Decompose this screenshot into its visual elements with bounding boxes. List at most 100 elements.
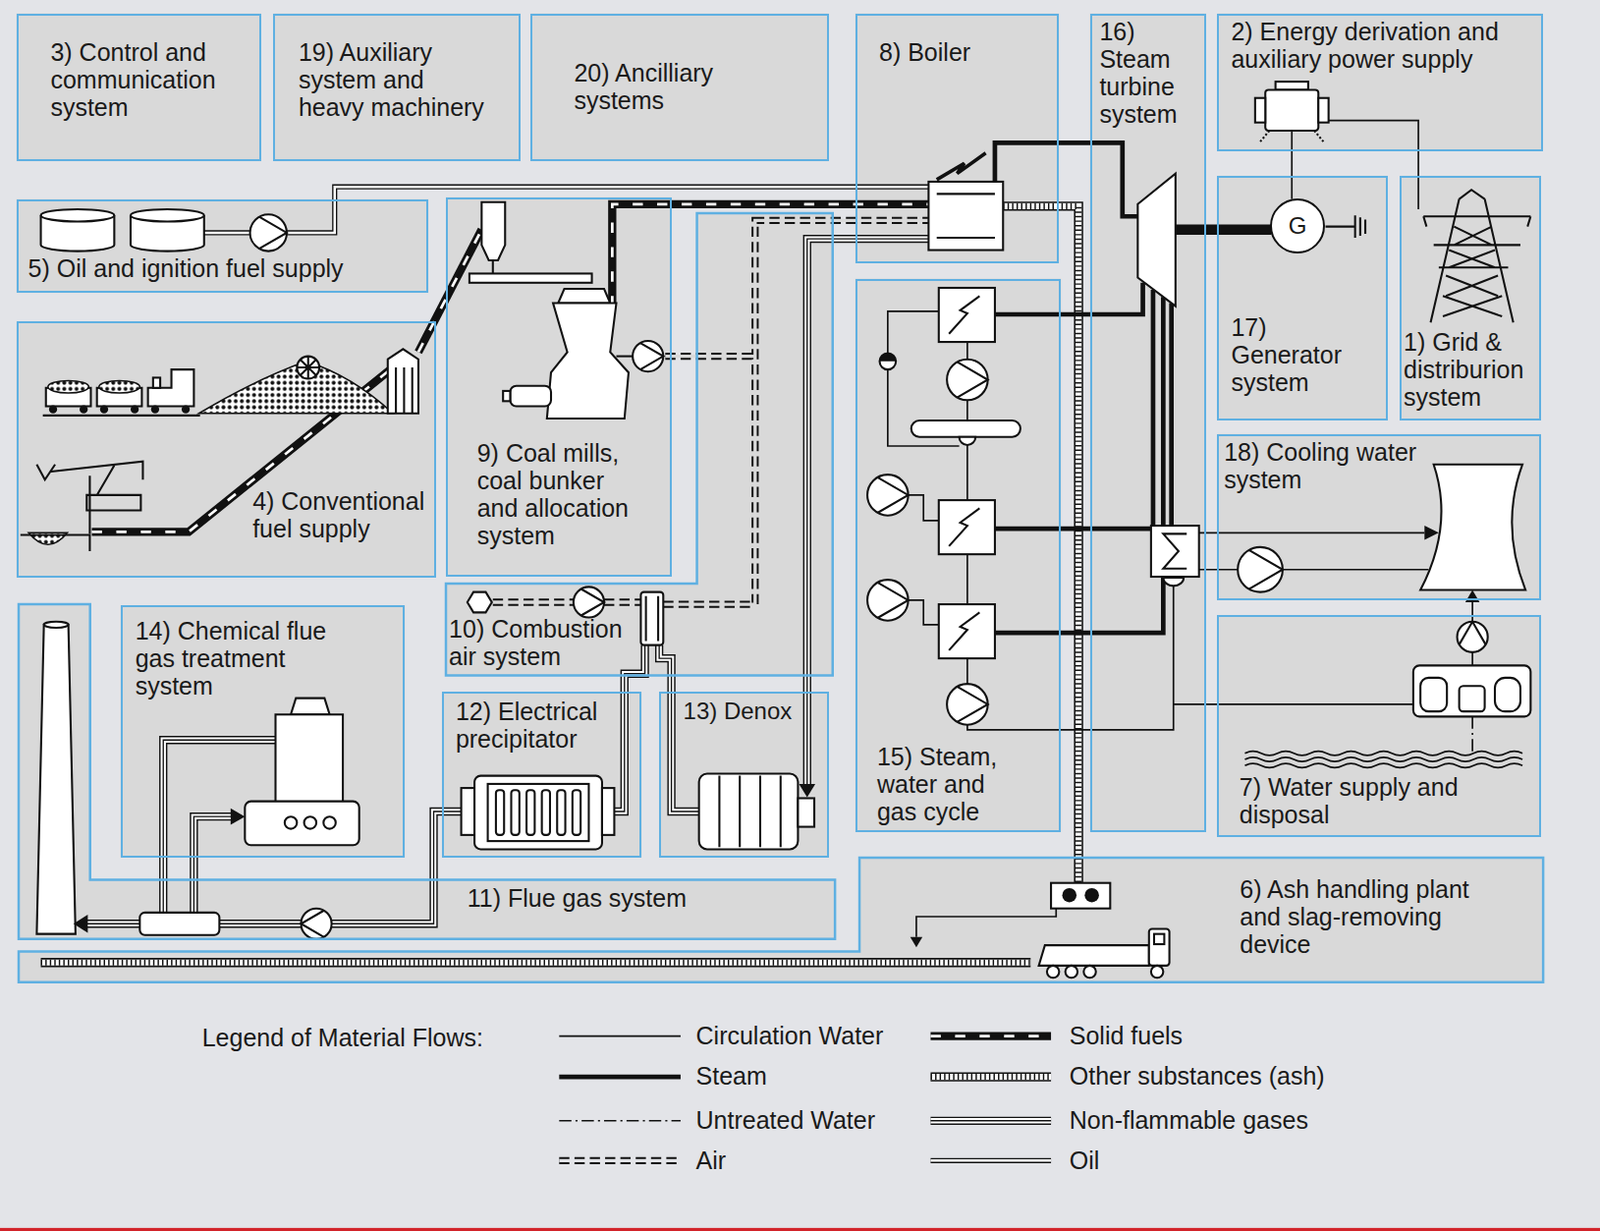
bottom-bar	[0, 1227, 1600, 1231]
water-pipe	[966, 553, 969, 605]
truck	[1047, 965, 1059, 978]
pump-symbol	[300, 910, 324, 938]
fuel-tank	[41, 215, 115, 221]
condenser-symbol	[1162, 577, 1184, 586]
coal-yard	[100, 404, 109, 413]
system-box: 19) Auxiliary system and heavy machinery	[273, 13, 520, 163]
water-pipe	[1471, 600, 1474, 622]
box-fill	[530, 13, 828, 163]
legend-sample	[930, 1158, 1051, 1161]
system-box: 20) Ancilliary systems	[530, 13, 828, 163]
water-pipe	[887, 311, 939, 354]
scrubber	[244, 801, 359, 846]
scrubber	[284, 816, 297, 828]
water-waves	[1244, 751, 1523, 769]
steam-pipe	[994, 142, 1272, 633]
pump-symbol	[259, 217, 287, 250]
system-label: 6) Ash handling plant and slag-removing …	[1239, 875, 1481, 958]
condenser-symbol	[1151, 525, 1200, 586]
box-fill	[18, 857, 1544, 983]
system-box: 13) Denox	[659, 691, 828, 857]
denox-reactor	[699, 773, 799, 850]
system-box: 1) Grid & distriburion system	[1399, 175, 1541, 421]
flue-gas-duct	[85, 919, 140, 928]
fuel-tank	[130, 209, 205, 252]
coal-mill	[481, 202, 505, 261]
system-label: 8) Boiler	[879, 38, 1027, 66]
system-label: 4) Conventional fuel supply	[252, 487, 435, 543]
legend-slot: Non-flammable gases	[1069, 1105, 1309, 1134]
water-treatment	[1459, 685, 1486, 712]
flow-arrow	[73, 914, 89, 934]
ash-collector	[1084, 887, 1100, 903]
box-fill	[445, 213, 833, 676]
flue-gas-duct	[85, 923, 140, 925]
legend-sample	[930, 1117, 1051, 1123]
ash-collector	[1050, 882, 1110, 909]
flue-gas-duct	[807, 238, 930, 786]
water-treatment	[1413, 664, 1531, 717]
legend-heading: Legend of Material Flows:	[202, 1023, 484, 1051]
legend-slot: Untreated Water	[696, 1105, 876, 1134]
coal-mill	[547, 303, 629, 419]
flue-gas-duct	[659, 645, 700, 812]
legend-sample	[558, 1035, 681, 1038]
coal-yard	[199, 361, 393, 414]
legend-sample	[558, 1157, 681, 1164]
ash-collector	[1050, 882, 1110, 909]
coal-yard	[387, 348, 419, 413]
water-waves	[1244, 757, 1523, 762]
ash-line	[1002, 206, 1079, 883]
pump-symbol	[867, 474, 909, 516]
coal-yard	[296, 356, 320, 380]
power-line	[1328, 120, 1419, 210]
legend-slot: Steam	[696, 1061, 768, 1090]
legend-label: Non-flammable gases	[1069, 1105, 1309, 1134]
legend-sample	[930, 1119, 1051, 1121]
system-box: 14) Chemical flue gas treatment system	[120, 605, 406, 858]
precipitator	[602, 787, 614, 835]
coal-mill	[469, 202, 633, 419]
air-duct	[604, 600, 641, 604]
system-box: 18) Cooling water system	[1216, 434, 1541, 601]
air-duct	[604, 598, 641, 606]
box-fill	[273, 13, 520, 163]
transformer-symbol	[1318, 98, 1328, 123]
box-fill	[1216, 175, 1387, 421]
pump-symbol	[250, 214, 287, 251]
coal-yard	[130, 404, 139, 413]
denox-reactor	[797, 797, 815, 827]
box-fill	[16, 199, 430, 294]
power-line	[1290, 130, 1293, 200]
transformer-symbol	[1265, 89, 1319, 131]
water-pipe	[1199, 532, 1426, 535]
air-preheater	[640, 592, 663, 646]
steam-pipe	[1168, 303, 1174, 526]
precipitator	[556, 789, 565, 835]
system-label: 14) Chemical flue gas treatment system	[135, 616, 337, 700]
precipitator	[510, 789, 519, 835]
coal-yard	[48, 381, 90, 393]
ash-line	[1002, 206, 1079, 883]
ash-collector	[1061, 887, 1077, 903]
water-pipe	[966, 399, 969, 421]
fuel-tank	[130, 215, 205, 221]
legend-sample	[558, 1158, 681, 1162]
system-label: 7) Water supply and disposal	[1239, 772, 1471, 828]
water-pipe	[908, 495, 939, 521]
heat-exchanger	[938, 499, 995, 554]
pump-symbol	[581, 588, 605, 615]
flue-gas-duct	[85, 238, 929, 924]
boiler-symbol	[928, 153, 1003, 251]
air-duct	[493, 600, 574, 604]
ash-line	[41, 959, 1032, 966]
flue-gas-duct	[807, 238, 930, 786]
flue-gas-duct	[193, 816, 232, 913]
coal-yard	[181, 404, 190, 413]
flue-gas-duct	[219, 921, 301, 927]
flue-gas-duct	[807, 238, 930, 786]
system-box: 7) Water supply and disposal	[1216, 614, 1541, 836]
precipitator	[526, 789, 535, 835]
legend-slot: Oil	[1069, 1146, 1101, 1174]
